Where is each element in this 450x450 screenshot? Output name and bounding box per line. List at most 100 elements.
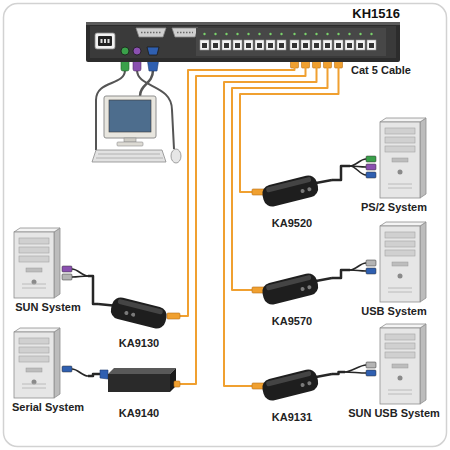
frame bbox=[4, 4, 447, 447]
power-button bbox=[398, 376, 403, 381]
rj45-port bbox=[290, 40, 299, 50]
tower-top bbox=[380, 118, 426, 122]
cable-label: Cat 5 Cable bbox=[350, 64, 412, 77]
switch-chassis bbox=[86, 22, 400, 62]
port-led bbox=[304, 33, 306, 35]
dongle-shell bbox=[260, 174, 320, 209]
rj45-port bbox=[233, 40, 242, 50]
connector-plug bbox=[366, 362, 376, 368]
connector-plug bbox=[366, 268, 376, 274]
rj45-slot bbox=[279, 43, 284, 48]
device-label: KA9570 bbox=[272, 315, 312, 328]
connector-plug bbox=[62, 266, 72, 272]
plug-cable bbox=[345, 372, 366, 373]
plug-cable bbox=[350, 159, 366, 166]
rj45-port bbox=[266, 40, 275, 50]
connector-plug bbox=[62, 366, 72, 372]
db-connector bbox=[172, 28, 198, 37]
rj45-port bbox=[312, 40, 321, 50]
cable-stub bbox=[316, 278, 332, 281]
device-label: PS/2 System bbox=[361, 201, 427, 214]
port-led bbox=[280, 33, 282, 35]
computer-tower: PS/2 System bbox=[350, 116, 438, 214]
drive-bay bbox=[19, 347, 49, 353]
vga-cable bbox=[140, 70, 153, 96]
port-led bbox=[269, 33, 271, 35]
drive-bay bbox=[385, 128, 415, 134]
adapter-dongle-illustration bbox=[98, 290, 180, 336]
keyboard-keys bbox=[96, 154, 163, 158]
dongle-led bbox=[307, 187, 312, 192]
tower-top bbox=[14, 328, 60, 332]
connector-plug bbox=[62, 274, 72, 280]
dongle-body bbox=[260, 272, 320, 307]
cable-stub bbox=[316, 180, 332, 183]
floppy-slot bbox=[392, 364, 408, 368]
computer-tower-illustration bbox=[350, 116, 438, 200]
power-pin bbox=[104, 39, 106, 43]
rj45-slot bbox=[235, 43, 240, 48]
connector-plug bbox=[366, 172, 376, 178]
rj45-slot bbox=[246, 43, 251, 48]
device-cable bbox=[332, 166, 350, 180]
device-label: Serial System bbox=[12, 401, 84, 414]
port-led bbox=[315, 33, 317, 35]
adapter-dongle: KA9570 bbox=[252, 266, 332, 328]
computer-tower: USB System bbox=[350, 220, 438, 318]
dongle-shell bbox=[109, 296, 169, 331]
drive-bay bbox=[19, 247, 49, 253]
tower-top bbox=[380, 222, 426, 226]
mouse bbox=[171, 149, 181, 163]
rj45-port bbox=[244, 40, 253, 50]
connector-plug bbox=[366, 370, 376, 376]
switch-top-edge bbox=[86, 22, 400, 25]
plug-cable bbox=[72, 269, 88, 276]
computer-tower-illustration bbox=[350, 220, 438, 304]
computer-tower-illustration bbox=[8, 326, 88, 400]
device-label: USB System bbox=[361, 305, 426, 318]
box-front bbox=[108, 374, 170, 392]
connector-plug bbox=[366, 156, 376, 162]
port-led bbox=[225, 33, 227, 35]
tower-side bbox=[54, 228, 60, 298]
rj45-port bbox=[356, 40, 365, 50]
tower-top bbox=[14, 228, 60, 232]
tower-vent bbox=[22, 384, 46, 388]
tower-side bbox=[420, 324, 426, 404]
tower-vent bbox=[22, 284, 46, 288]
computer-tower: SUN USB System bbox=[345, 322, 443, 420]
device-label: KA9130 bbox=[119, 337, 159, 350]
cat5-cable bbox=[224, 62, 317, 386]
computer-tower: Serial System bbox=[8, 326, 88, 414]
rj45-port bbox=[211, 40, 220, 50]
floppy-slot bbox=[26, 268, 42, 272]
plug-cable bbox=[350, 263, 366, 270]
plug-cable bbox=[350, 270, 366, 271]
drive-bay bbox=[385, 232, 415, 238]
floppy-slot bbox=[26, 368, 42, 372]
model-name: KH1516 bbox=[352, 6, 400, 21]
tower-front bbox=[380, 122, 420, 198]
port-led bbox=[236, 33, 238, 35]
floppy-slot bbox=[392, 262, 408, 266]
device-label: KA9140 bbox=[119, 407, 159, 420]
connector-plug bbox=[366, 164, 376, 170]
tower-front bbox=[380, 226, 420, 302]
dongle-led bbox=[124, 311, 129, 316]
vga-port bbox=[147, 47, 159, 55]
label-holder: Cat 5 Cable bbox=[350, 64, 412, 77]
dongle-led bbox=[131, 312, 136, 317]
rj45-plug bbox=[174, 381, 180, 387]
db-pins bbox=[141, 32, 193, 33]
power-button bbox=[398, 274, 403, 279]
dongle-led bbox=[307, 381, 312, 386]
power-pin bbox=[108, 39, 110, 43]
box-top bbox=[108, 368, 176, 374]
device-label: SUN System bbox=[15, 301, 80, 314]
rj45-slot bbox=[303, 43, 308, 48]
ps2-port bbox=[133, 47, 141, 55]
rj45-port bbox=[323, 40, 332, 50]
power-inlet bbox=[98, 36, 112, 46]
power-pin bbox=[101, 39, 103, 43]
